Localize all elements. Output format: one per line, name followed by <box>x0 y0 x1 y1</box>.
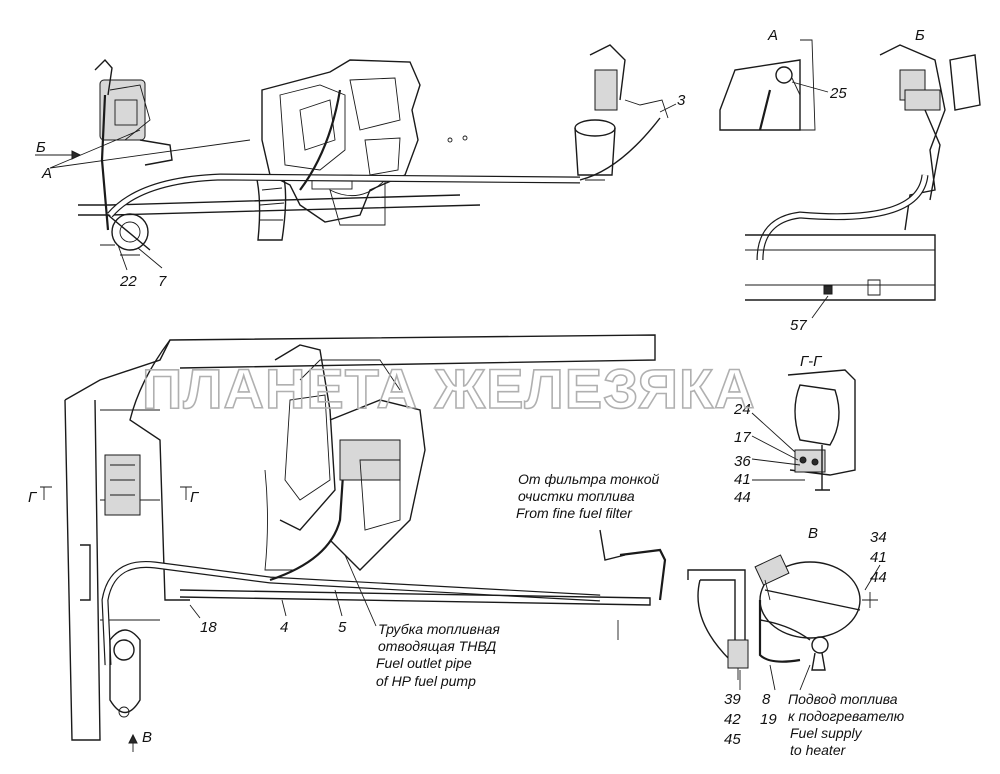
view-v-title: В <box>808 525 818 542</box>
note-fine-filter-ru-1: От фильтра тонкой <box>518 471 660 487</box>
note-outlet-ru-1: Трубка топливная <box>378 621 500 637</box>
note-outlet-en-2: of HP fuel pump <box>376 673 476 689</box>
section-mark-right: Г <box>190 489 200 506</box>
view-b-title: Б <box>915 27 925 44</box>
view-b-detail <box>745 44 981 319</box>
callout-19: 19 <box>760 711 777 728</box>
note-fine-filter-ru-2: очистки топлива <box>518 488 635 504</box>
callout-7: 7 <box>158 273 167 290</box>
callout-5: 5 <box>338 619 347 636</box>
callout-41-a: 41 <box>734 471 751 488</box>
view-a-detail <box>719 39 829 131</box>
watermark: ПЛАНЕТА ЖЕЛЕЗЯКА <box>142 357 756 420</box>
section-g-g-detail <box>751 369 856 491</box>
callout-39: 39 <box>724 691 741 708</box>
callout-42: 42 <box>724 711 741 728</box>
note-supply-en-1: Fuel supply <box>790 725 863 741</box>
note-supply-en-2: to heater <box>790 742 847 758</box>
top-main-view <box>35 44 677 271</box>
note-supply-ru-1: Подвод топлива <box>788 691 898 707</box>
arrow-label-b: Б <box>36 139 46 156</box>
callout-24: 24 <box>733 401 751 418</box>
note-fine-filter-en: From fine fuel filter <box>516 505 633 521</box>
view-v-detail <box>687 554 881 691</box>
section-g-g-title: Г-Г <box>800 353 823 370</box>
note-outlet-ru-2: отводящая ТНВД <box>378 638 496 654</box>
arrow-label-a: А <box>41 165 52 182</box>
bottom-main-view <box>40 334 667 752</box>
callout-8: 8 <box>762 691 771 708</box>
callout-45: 45 <box>724 731 741 748</box>
arrow-label-v: В <box>142 729 152 746</box>
section-mark-left: Г <box>28 489 38 506</box>
note-supply-ru-2: к подогревателю <box>788 708 905 724</box>
callout-3: 3 <box>677 92 686 109</box>
callout-25: 25 <box>829 85 847 102</box>
note-outlet-en-1: Fuel outlet pipe <box>376 655 472 671</box>
callout-18: 18 <box>200 619 217 636</box>
callout-36: 36 <box>734 453 751 470</box>
callout-22: 22 <box>119 273 137 290</box>
callout-4: 4 <box>280 619 288 636</box>
callout-44-a: 44 <box>734 489 751 506</box>
callout-44-b: 44 <box>870 569 887 586</box>
callout-41-b: 41 <box>870 549 887 566</box>
callout-17: 17 <box>734 429 751 446</box>
view-a-title: А <box>767 27 778 44</box>
callout-57: 57 <box>790 317 807 334</box>
callout-34: 34 <box>870 529 887 546</box>
